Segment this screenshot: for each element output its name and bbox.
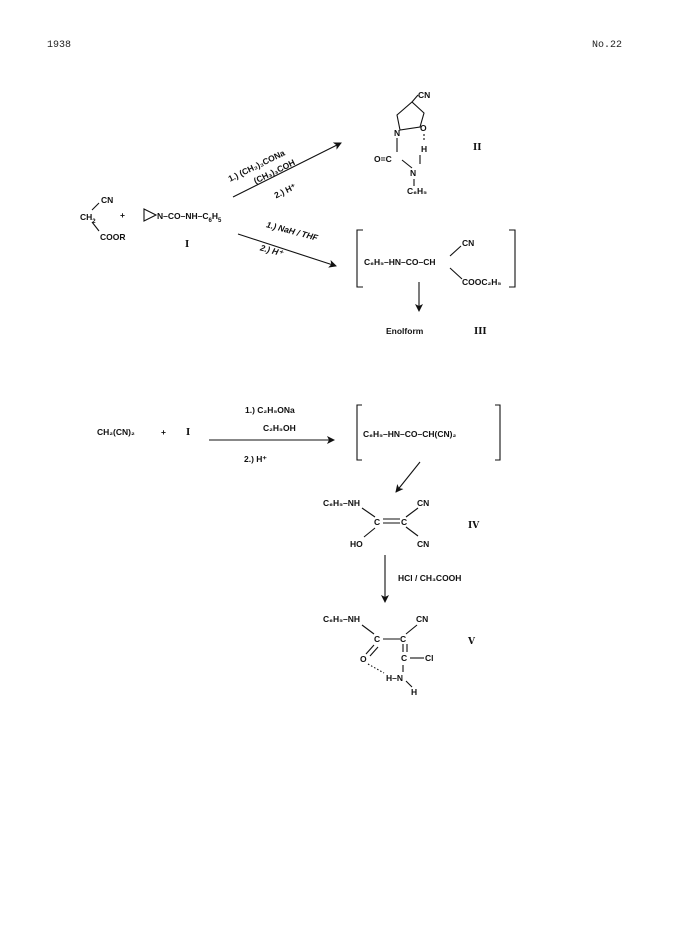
svg-text:O: O: [420, 123, 427, 133]
malononitrile-label: CH₂(CN)₂: [97, 427, 135, 437]
reaction-arrow-to-intermediate: [237, 233, 337, 268]
compound-label-II: II: [473, 143, 481, 153]
coor-label: COOR: [100, 232, 126, 242]
svg-text:1.) NaH / THF: 1.) NaH / THF: [265, 219, 319, 243]
intermediate-structure-1: C₆H₅–HN–CO–CH CN COOC₂H₅: [356, 229, 516, 288]
acid-reagent-label: HCl / CH₃COOH: [398, 573, 461, 583]
svg-text:O: O: [360, 654, 367, 664]
svg-text:O=C: O=C: [374, 154, 392, 164]
svg-text:C: C: [400, 634, 406, 644]
svg-text:N–CO–NH–C6H5: N–CO–NH–C6H5: [157, 211, 222, 224]
svg-text:CN: CN: [416, 614, 428, 624]
svg-text:H: H: [421, 144, 427, 154]
svg-text:2.) H⁺: 2.) H⁺: [272, 181, 297, 200]
product-IV-structure: C₆H₅–NH CN C C CN HO: [323, 498, 429, 549]
reagent-I-label: I: [186, 428, 190, 438]
svg-text:CN: CN: [417, 539, 429, 549]
svg-text:H: H: [411, 687, 417, 697]
product-V-structure: C₆H₅–NH CN C C C Cl O H–N H: [323, 614, 434, 697]
svg-text:CN: CN: [462, 238, 474, 248]
aziridine-urea-structure: N–CO–NH–C6H5: [143, 208, 222, 224]
arrow2-step2: 2.) H⁺: [244, 454, 267, 464]
svg-text:CN: CN: [418, 90, 430, 100]
svg-text:2.) H⁺: 2.) H⁺: [258, 242, 285, 258]
svg-text:C: C: [374, 634, 380, 644]
svg-text:C: C: [401, 653, 407, 663]
svg-text:C: C: [401, 517, 407, 527]
compound-label-I: I: [185, 240, 189, 250]
cn-label: CN: [101, 195, 113, 205]
cyanoacetate-structure: CN CH2 COOR: [80, 195, 126, 242]
product-II-structure: CN N O H O=C N C₆H₅: [374, 90, 430, 196]
svg-text:N: N: [410, 168, 416, 178]
compound-label-IV: IV: [468, 521, 480, 531]
intermediate-structure-2: C₆H₅–HN–CO–CH(CN)₂: [356, 404, 501, 461]
svg-text:HO: HO: [350, 539, 363, 549]
svg-text:H–N: H–N: [386, 673, 403, 683]
lower-arrow-conditions: 1.) NaH / THF 2.) H⁺: [258, 219, 320, 258]
reaction-arrow-to-II: [232, 142, 342, 198]
compound-label-III: III: [474, 327, 487, 337]
svg-text:C₆H₅–NH: C₆H₅–NH: [323, 498, 360, 508]
cyclization-arrow: [395, 461, 421, 493]
arrow2-step1: 1.) C₂H₅ONa: [245, 405, 295, 415]
plus-sign: +: [120, 210, 125, 220]
svg-text:COOC₂H₅: COOC₂H₅: [462, 277, 501, 287]
svg-text:CN: CN: [417, 498, 429, 508]
enolform-label: Enolform: [386, 326, 424, 336]
ch2-label: CH2: [80, 212, 96, 225]
page-number: 1938: [47, 40, 72, 51]
svg-text:Cl: Cl: [425, 653, 434, 663]
svg-text:C₆H₅: C₆H₅: [407, 186, 427, 196]
svg-text:C: C: [374, 517, 380, 527]
svg-text:C₆H₅–HN–CO–CH(CN)₂: C₆H₅–HN–CO–CH(CN)₂: [363, 429, 456, 439]
svg-text:N: N: [394, 128, 400, 138]
issue-number: No.22: [592, 40, 623, 51]
compound-label-V: V: [467, 637, 476, 647]
arrow2-step1b: C₂H₅OH: [263, 423, 296, 433]
svg-text:C₆H₅–NH: C₆H₅–NH: [323, 614, 360, 624]
svg-text:C₆H₅–HN–CO–CH: C₆H₅–HN–CO–CH: [364, 257, 436, 267]
plus-sign-2: +: [161, 427, 166, 437]
upper-arrow-conditions: 1.) (CH₃)₃CONa (CH₃)₃COH 2.) H⁺: [227, 148, 298, 201]
